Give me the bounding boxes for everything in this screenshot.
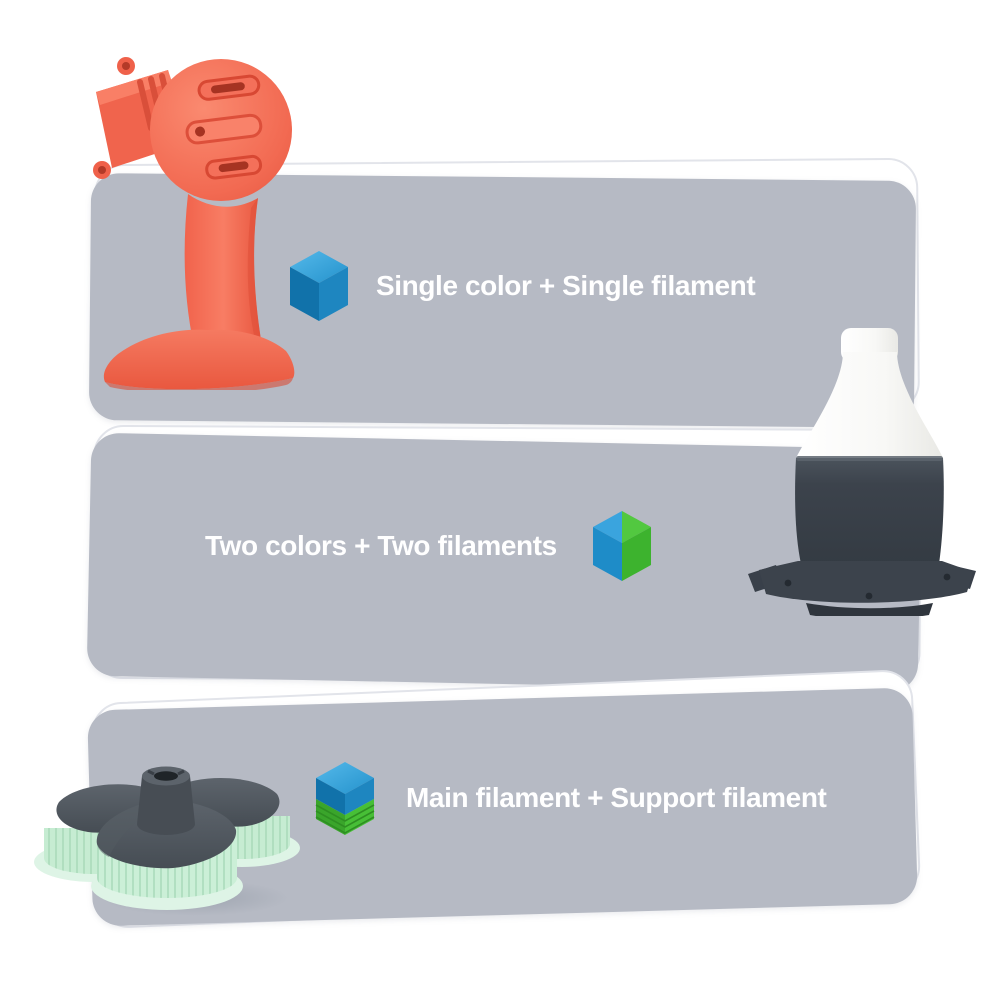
feature-label: Main filament + Support filament (406, 782, 827, 813)
printed-drill-handle-image (93, 57, 295, 390)
feature-row-support: Main filament + Support filament (314, 758, 827, 838)
feature-label: Two colors + Two filaments (205, 530, 557, 561)
printed-funnel-image (748, 328, 976, 616)
feature-label: Single color + Single filament (376, 270, 756, 301)
feature-row-single-color: Single color + Single filament (288, 246, 756, 326)
two-color-cube-icon (592, 511, 651, 581)
feature-row-two-colors: Two colors + Two filaments (205, 506, 653, 586)
support-filament-cube-icon (315, 762, 375, 835)
printed-propeller-image (34, 766, 300, 910)
single-filament-cube-icon (290, 251, 348, 321)
